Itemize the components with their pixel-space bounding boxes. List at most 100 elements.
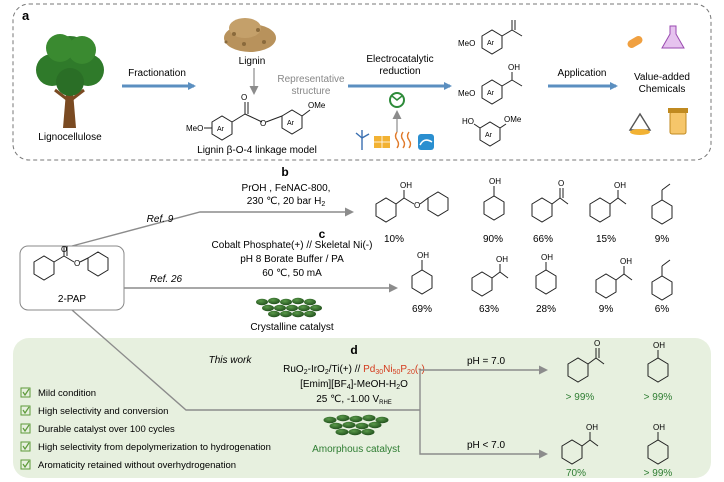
b-product-phenol-oh: OH [489, 177, 501, 186]
checklist: Mild condition High selectivity and conv… [20, 387, 271, 471]
c-yield: 6% [655, 304, 670, 315]
c-product-phenol-oh: OH [541, 253, 553, 262]
checklist-item: Mild condition [20, 387, 96, 399]
container-icon [668, 108, 688, 135]
c-product-cyclohexanol [411, 260, 433, 295]
model-ar1: Ar [217, 126, 225, 133]
c-product-cyclohexanol-oh: OH [417, 251, 429, 260]
panel-c-ref: Ref. 26 [150, 274, 183, 285]
c-yield: 9% [599, 304, 614, 315]
b-product-acetophenone-o: O [558, 179, 564, 188]
b-product-phenol [483, 186, 505, 221]
tree-icon [36, 34, 104, 128]
amorphous-catalyst-icon [323, 414, 389, 436]
prod1-meo: MeO [458, 39, 475, 48]
panel-a: a Lignocellulose Fractionation Lignin [12, 3, 712, 161]
ph-label-bottom: pH < 7.0 [467, 440, 506, 451]
pap-box: O O 2-PAP [19, 245, 125, 311]
b-product-ether-o: O [414, 201, 420, 210]
b-product-ethylbenzene [651, 183, 673, 225]
svg-text:High selectivity from depolyme: High selectivity from depolymerization t… [38, 442, 271, 453]
prod3-ar: Ar [485, 132, 493, 139]
ph-branch-top [419, 365, 548, 410]
svg-text:High selectivity and conversio: High selectivity and conversion [38, 406, 168, 417]
b-product-phenylethanol-oh: OH [614, 181, 626, 190]
model-ar2: Ar [287, 120, 295, 127]
fractionation-label: Fractionation [128, 68, 186, 79]
c-yield: 28% [536, 304, 556, 315]
checklist-item: Aromaticity retained without overhydroge… [20, 459, 236, 471]
b-product-phenylethanol [589, 190, 627, 223]
panel-b-cond2: 230 ℃, 20 bar H2 [247, 196, 326, 208]
wind-turbine-icon [355, 130, 370, 150]
b-yield: 9% [655, 234, 670, 245]
d-product-phenol-top-oh: OH [653, 341, 665, 350]
prod3-ome: OMe [504, 115, 522, 124]
c-product-phenol [535, 262, 557, 295]
panel-d-background [13, 338, 711, 478]
b-product-ether [375, 190, 449, 223]
checkbox-icon [20, 423, 31, 434]
d-product-phenylethanol-oh: OH [586, 423, 598, 432]
b-product-ether-oh: OH [400, 181, 412, 190]
c-yield: 69% [412, 304, 432, 315]
value-line1: Value-added [634, 72, 690, 83]
b-yield: 66% [533, 234, 553, 245]
electro-line2: reduction [379, 66, 420, 77]
model-meo: MeO [186, 124, 203, 133]
pap-o-ether: O [74, 259, 80, 268]
b-yield: 10% [384, 234, 404, 245]
panel-b-label: b [281, 165, 288, 179]
prod1-ar: Ar [487, 40, 495, 47]
wave-icon [418, 134, 434, 150]
d-yield-top: > 99% [644, 392, 673, 403]
b-yield: 90% [483, 234, 503, 245]
lignin-powder-icon [224, 18, 276, 52]
lignin-model-structure [204, 102, 311, 141]
panel-c-cond2: pH 8 Borate Buffer / PA [240, 254, 344, 265]
svg-text:Durable catalyst over 100 cycl: Durable catalyst over 100 cycles [38, 424, 175, 435]
c-product-phenylethanol-oh: OH [620, 257, 632, 266]
panel-c: c Cobalt Phosphate(+) // Skeletal Ni(-) … [124, 227, 673, 333]
solar-panel-icon [374, 136, 390, 148]
svg-text:Aromaticity retained without o: Aromaticity retained without overhydroge… [38, 460, 236, 471]
pap-o-ketone: O [61, 245, 67, 254]
model-caption: Lignin β-O-4 linkage model [197, 145, 317, 156]
panel-a-frame [12, 3, 712, 161]
checkbox-icon [20, 387, 31, 398]
model-ome: OMe [308, 101, 326, 110]
model-o-ketone: O [241, 93, 247, 102]
svg-text:Mild condition: Mild condition [38, 388, 96, 399]
lignin-label: Lignin [239, 56, 266, 67]
panel-a-label: a [22, 8, 30, 23]
amorphous-catalyst-label: Amorphous catalyst [312, 444, 400, 455]
prod2-oh: OH [508, 63, 520, 72]
panel-d-solvent: [Emim][BF4]-MeOH-H2O [300, 379, 408, 391]
structure-label: structure [292, 86, 331, 97]
b-product-acetophenone [531, 188, 569, 223]
panel-c-cond1: Cobalt Phosphate(+) // Skeletal Ni(-) [212, 240, 373, 251]
c-product-cyclohexylethanol [471, 264, 509, 297]
crystalline-catalyst-icon [256, 297, 322, 318]
panel-b: b PrOH , FeNAC-800, 230 ℃, 20 bar H2 Ref… [71, 165, 673, 247]
d-product-phenylethanol [561, 432, 599, 465]
checklist-item: High selectivity and conversion [20, 405, 168, 417]
d-product-phenol-top [647, 350, 669, 383]
checklist-item: Durable catalyst over 100 cycles [20, 423, 175, 435]
panel-b-ref: Ref. 9 [147, 214, 174, 225]
d-product-phenol-bottom [647, 432, 669, 465]
panel-c-label: c [319, 227, 326, 241]
checkbox-icon [20, 405, 31, 416]
checkbox-icon [20, 441, 31, 452]
panel-d-conditions: 25 ℃, -1.00 VRHE [316, 394, 392, 406]
product-guaiacol-ar [473, 121, 507, 147]
panel-b-arrow [71, 207, 354, 247]
panel-b-cond1: PrOH , FeNAC-800, [242, 183, 331, 194]
electro-line1: Electrocatalytic [366, 54, 433, 65]
prod2-ar: Ar [487, 90, 495, 97]
panel-d: This work d RuO2-IrO2/Ti(+) // Pd30Ni50P… [13, 309, 711, 479]
d-yield-bottom: 70% [566, 468, 586, 479]
heat-icon [394, 131, 412, 149]
recycle-icon [389, 92, 405, 108]
